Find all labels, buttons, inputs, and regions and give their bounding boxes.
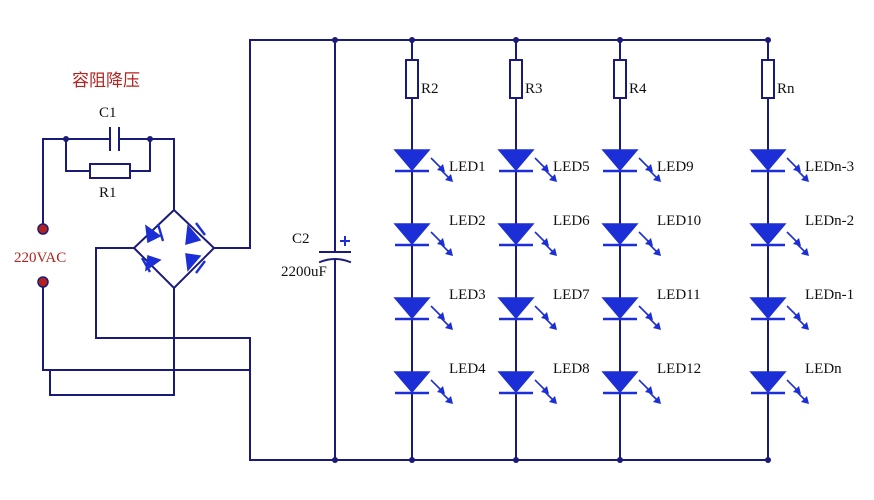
- input-terminal-top: [37, 223, 49, 235]
- input-terminal-bottom: [37, 276, 49, 288]
- capacitor-c2-value: 2200uF: [281, 264, 327, 280]
- bridge-rectifier: [49, 39, 251, 461]
- led-led6: [497, 223, 557, 256]
- led-ledn-2: [749, 223, 809, 256]
- resistor-label: R4: [629, 81, 647, 97]
- capacitor-c2-label: C2: [292, 231, 310, 247]
- led-label: LED10: [657, 213, 701, 229]
- led-led5: [497, 149, 557, 182]
- led-led9: [601, 149, 661, 182]
- led-label: LED7: [553, 287, 590, 303]
- led-ledn: [749, 371, 809, 404]
- led-label: LED9: [657, 159, 694, 175]
- led-led7: [497, 297, 557, 330]
- resistor-r3: [509, 59, 523, 99]
- resistor-r4: [613, 59, 627, 99]
- resistor-label: R3: [525, 81, 543, 97]
- led-label: LED11: [657, 287, 701, 303]
- resistor-r1-label: R1: [99, 185, 117, 201]
- led-label: LED4: [449, 361, 486, 377]
- led-led2: [393, 223, 453, 256]
- led-columns: R2LED1LED2LED3LED4R3LED5LED6LED7LED8R4LE…: [393, 37, 854, 463]
- led-label: LED5: [553, 159, 590, 175]
- led-label: LED2: [449, 213, 486, 229]
- led-ledn-3: [749, 149, 809, 182]
- resistor-label: Rn: [777, 81, 795, 97]
- led-led8: [497, 371, 557, 404]
- input-network: [42, 127, 251, 461]
- resistor-r2: [405, 59, 419, 99]
- led-label: LED6: [553, 213, 590, 229]
- led-label: LEDn-3: [805, 159, 854, 175]
- capacitor-c2: [318, 37, 352, 463]
- led-label: LED12: [657, 361, 701, 377]
- led-ledn-1: [749, 297, 809, 330]
- led-label: LED3: [449, 287, 486, 303]
- resistor-rn: [761, 59, 775, 99]
- led-label: LEDn: [805, 361, 842, 377]
- input-voltage-label: 220VAC: [14, 250, 66, 266]
- circuit-title: 容阻降压: [72, 71, 140, 91]
- led-label: LEDn-1: [805, 287, 854, 303]
- resistor-r1: [89, 163, 131, 179]
- led-label: LED8: [553, 361, 590, 377]
- led-led10: [601, 223, 661, 256]
- resistor-label: R2: [421, 81, 439, 97]
- led-led12: [601, 371, 661, 404]
- led-led4: [393, 371, 453, 404]
- led-label: LEDn-2: [805, 213, 854, 229]
- led-led11: [601, 297, 661, 330]
- led-led3: [393, 297, 453, 330]
- capacitor-c1-label: C1: [99, 105, 117, 121]
- led-label: LED1: [449, 159, 486, 175]
- led-led1: [393, 149, 453, 182]
